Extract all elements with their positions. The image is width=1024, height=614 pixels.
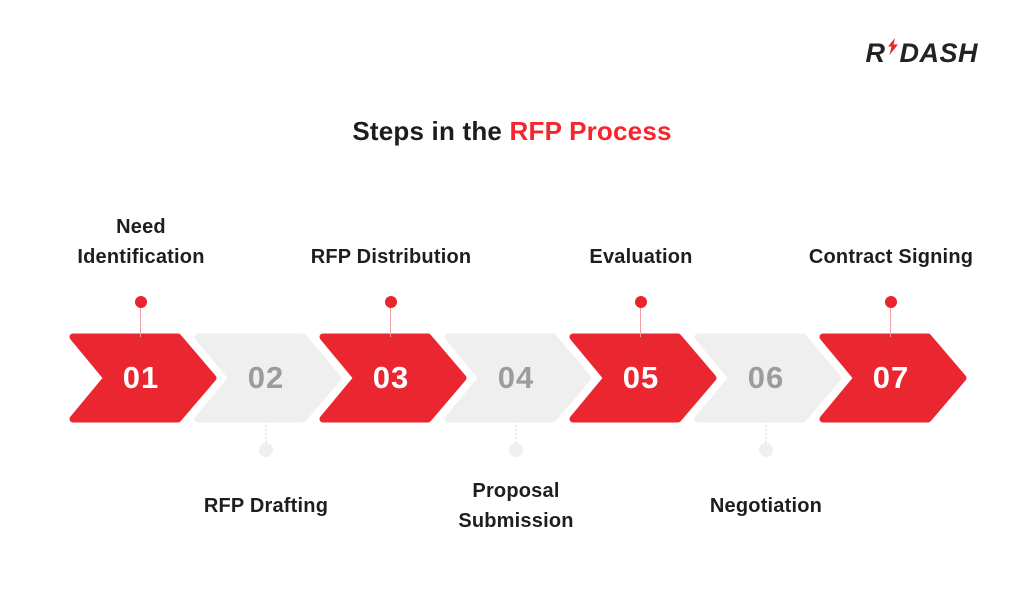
step-number-01: 01 bbox=[122, 360, 160, 395]
title-red-part: RFP Process bbox=[509, 116, 672, 146]
step-number-04: 04 bbox=[497, 360, 535, 395]
logo-letter-r: R bbox=[865, 38, 886, 68]
step-label-line: Proposal bbox=[472, 480, 560, 502]
step-connector-stem bbox=[640, 308, 642, 337]
step-label-line: Evaluation bbox=[589, 246, 693, 268]
step-label-line: RFP Drafting bbox=[203, 495, 329, 517]
step-label-line: Submission bbox=[458, 510, 574, 532]
lightning-bolt-icon bbox=[888, 38, 899, 55]
step-label-rfp-distribution: RFP Distribution bbox=[276, 242, 506, 272]
step-label-negotiation: Negotiation bbox=[651, 491, 881, 521]
chevron-step-05 bbox=[569, 333, 717, 423]
step-number-07: 07 bbox=[872, 360, 910, 395]
step-connector-dot bbox=[259, 443, 273, 457]
step-connector-stem bbox=[390, 308, 392, 337]
step-label-evaluation: Evaluation bbox=[526, 242, 756, 272]
title-black-part: Steps in the bbox=[352, 116, 510, 146]
step-connector-dot bbox=[759, 443, 773, 457]
step-connector-stem bbox=[515, 420, 517, 443]
step-connector-dot bbox=[509, 443, 523, 457]
step-connector-dot bbox=[385, 296, 397, 308]
step-connector-stem bbox=[265, 420, 267, 443]
chevron-step-02 bbox=[194, 333, 342, 423]
step-label-line: Need bbox=[116, 216, 166, 238]
step-number-06: 06 bbox=[747, 360, 785, 395]
step-connector-dot bbox=[635, 296, 647, 308]
step-label-line: RFP Distribution bbox=[310, 246, 472, 268]
diagram-title: Steps in the RFP Process bbox=[0, 116, 1024, 147]
chevron-step-04 bbox=[444, 333, 592, 423]
chevron-step-06 bbox=[694, 333, 842, 423]
step-label-contract-signing: Contract Signing bbox=[776, 242, 1006, 272]
rdash-logo: R DASH bbox=[865, 38, 978, 69]
step-connector-dot bbox=[135, 296, 147, 308]
step-label-line: Identification bbox=[77, 246, 205, 268]
step-label-line: Contract Signing bbox=[808, 246, 974, 268]
chevron-step-01 bbox=[69, 333, 217, 423]
step-number-02: 02 bbox=[247, 360, 285, 395]
logo-word-dash: DASH bbox=[899, 38, 978, 68]
step-connector-stem bbox=[890, 308, 892, 337]
step-connector-stem bbox=[765, 420, 767, 443]
step-connector-dot bbox=[885, 296, 897, 308]
chevron-step-07 bbox=[819, 333, 967, 423]
step-number-03: 03 bbox=[372, 360, 410, 395]
step-label-line: Negotiation bbox=[709, 495, 823, 517]
chevron-step-03 bbox=[319, 333, 467, 423]
step-connector-stem bbox=[140, 308, 142, 337]
step-label-rfp-drafting: RFP Drafting bbox=[151, 491, 381, 521]
step-number-05: 05 bbox=[622, 360, 660, 395]
